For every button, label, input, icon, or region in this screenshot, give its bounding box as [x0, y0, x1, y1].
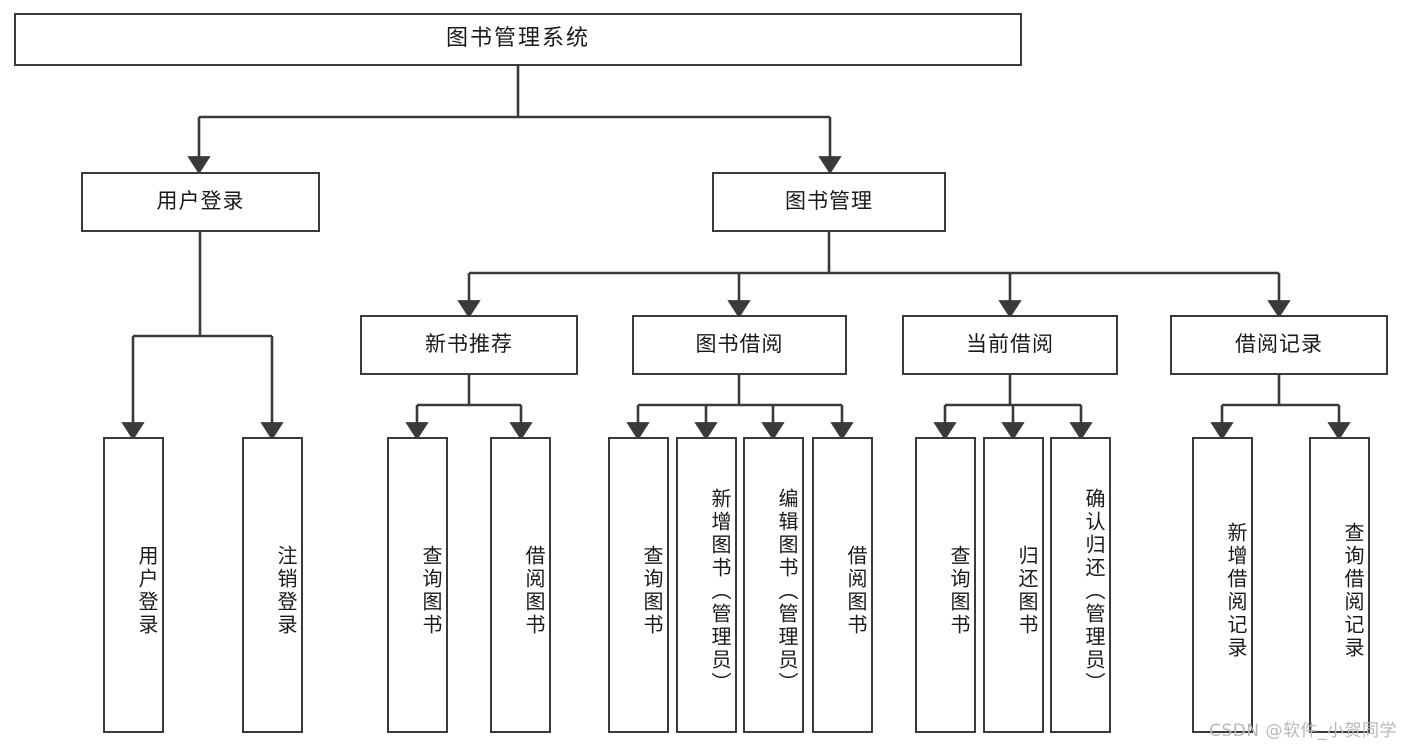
node-label: 查询图书: [640, 545, 664, 637]
node-label: 用户登录: [156, 189, 245, 214]
node-new-book-recommend[interactable]: 新书推荐: [360, 315, 578, 375]
node-label: 借阅图书: [522, 545, 546, 637]
leaf-borrow-book-recommend[interactable]: 借阅图书: [490, 437, 551, 733]
leaf-return-book[interactable]: 归还图书: [983, 437, 1044, 733]
node-book-management[interactable]: 图书管理: [712, 172, 946, 232]
node-label: 用户登录: [135, 545, 159, 637]
node-label: 图书管理系统: [445, 26, 590, 52]
leaf-add-book-admin[interactable]: 新增图书（管理员）: [676, 437, 737, 733]
leaf-edit-book-admin[interactable]: 编辑图书（管理员）: [743, 437, 804, 733]
leaf-add-borrow-record[interactable]: 新增借阅记录: [1192, 437, 1253, 733]
node-label: 确认归还（管理员）: [1082, 487, 1106, 695]
node-root-book-management-system[interactable]: 图书管理系统: [14, 13, 1022, 66]
node-label: 查询借阅记录: [1341, 522, 1365, 660]
node-current-borrow[interactable]: 当前借阅: [902, 315, 1118, 375]
leaf-confirm-return-admin[interactable]: 确认归还（管理员）: [1050, 437, 1111, 733]
node-label: 归还图书: [1015, 545, 1039, 637]
node-label: 新增图书（管理员）: [708, 487, 732, 695]
node-label: 借阅图书: [844, 545, 868, 637]
node-borrow-record[interactable]: 借阅记录: [1170, 315, 1388, 375]
node-user-login[interactable]: 用户登录: [81, 172, 320, 232]
leaf-query-book-current[interactable]: 查询图书: [915, 437, 976, 733]
node-label: 查询图书: [947, 545, 971, 637]
leaf-query-borrow-record[interactable]: 查询借阅记录: [1309, 437, 1370, 733]
node-label: 当前借阅: [966, 332, 1054, 357]
node-label: 借阅记录: [1235, 332, 1323, 357]
node-book-borrow[interactable]: 图书借阅: [632, 315, 847, 375]
leaf-logout[interactable]: 注销登录: [242, 437, 303, 733]
watermark: CSDN @软件_小贺同学: [1209, 721, 1397, 741]
leaf-user-login[interactable]: 用户登录: [103, 437, 164, 733]
node-label: 新增借阅记录: [1224, 522, 1248, 660]
node-label: 查询图书: [419, 545, 443, 637]
node-label: 注销登录: [274, 545, 298, 637]
leaf-borrow-book[interactable]: 借阅图书: [812, 437, 873, 733]
node-label: 新书推荐: [425, 332, 513, 357]
leaf-query-book-borrow[interactable]: 查询图书: [608, 437, 669, 733]
node-label: 编辑图书（管理员）: [775, 487, 799, 695]
leaf-query-book-recommend[interactable]: 查询图书: [387, 437, 448, 733]
node-label: 图书管理: [785, 189, 873, 214]
node-label: 图书借阅: [695, 332, 784, 357]
